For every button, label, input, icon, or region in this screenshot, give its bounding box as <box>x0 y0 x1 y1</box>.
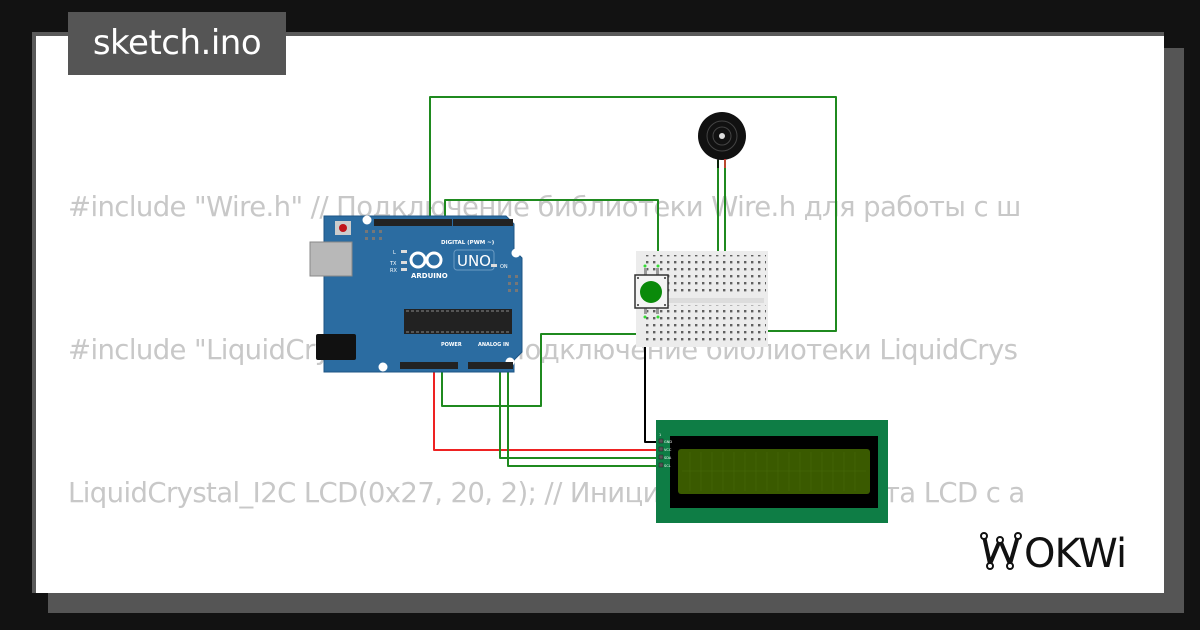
digital-header <box>374 219 452 226</box>
lcd-pin-gnd: GND <box>664 440 672 444</box>
analog-header <box>468 362 513 369</box>
buzzer[interactable] <box>698 112 746 168</box>
power-jack <box>316 334 356 360</box>
power-header <box>400 362 458 369</box>
wokwi-logo: OKWi <box>980 531 1127 577</box>
arduino-uno[interactable]: UNO ARDUINO DIGITAL (PWM ~) POWER ANALOG… <box>309 215 523 373</box>
wire-5v-to-lcd-vcc[interactable] <box>433 366 662 451</box>
wires <box>429 96 837 467</box>
lcd-pin1-marker: 1 <box>659 433 661 437</box>
lcd-character-grid <box>682 452 866 491</box>
lcd-pin-sda: SDA <box>664 456 672 460</box>
wokwi-logo-text: OKWi <box>1024 531 1126 577</box>
wire-pin10-to-breadboard[interactable] <box>429 96 837 332</box>
breadboard-bottom-holes <box>642 305 766 345</box>
wire-gnd-to-breadboard[interactable] <box>441 333 644 407</box>
push-button[interactable] <box>634 264 669 319</box>
usb-port <box>309 241 353 277</box>
led-label-rx: RX <box>390 268 397 274</box>
led-label-tx: TX <box>389 261 397 267</box>
arduino-logo-icon <box>409 251 443 269</box>
arduino-model: UNO <box>457 252 491 270</box>
on-label: ON <box>500 264 508 270</box>
wire-a5-to-lcd-scl[interactable] <box>507 366 662 467</box>
arduino-brand: ARDUINO <box>411 272 448 280</box>
wire-a4-to-lcd-sda[interactable] <box>499 366 662 459</box>
lcd-pin-scl: SCL <box>664 464 671 468</box>
lcd-display[interactable]: 1 GND VCC SDA SCL <box>656 420 888 523</box>
lcd-pin-vcc: VCC <box>664 448 672 452</box>
analog-label: ANALOG IN <box>478 342 509 348</box>
power-label: POWER <box>441 342 462 348</box>
atmega-chip <box>404 309 512 334</box>
digital-label: DIGITAL (PWM ~) <box>441 240 495 246</box>
wire-pin8-to-button[interactable] <box>444 199 659 258</box>
file-tab[interactable]: sketch.ino <box>68 12 286 75</box>
led-label-l: L <box>393 250 396 256</box>
